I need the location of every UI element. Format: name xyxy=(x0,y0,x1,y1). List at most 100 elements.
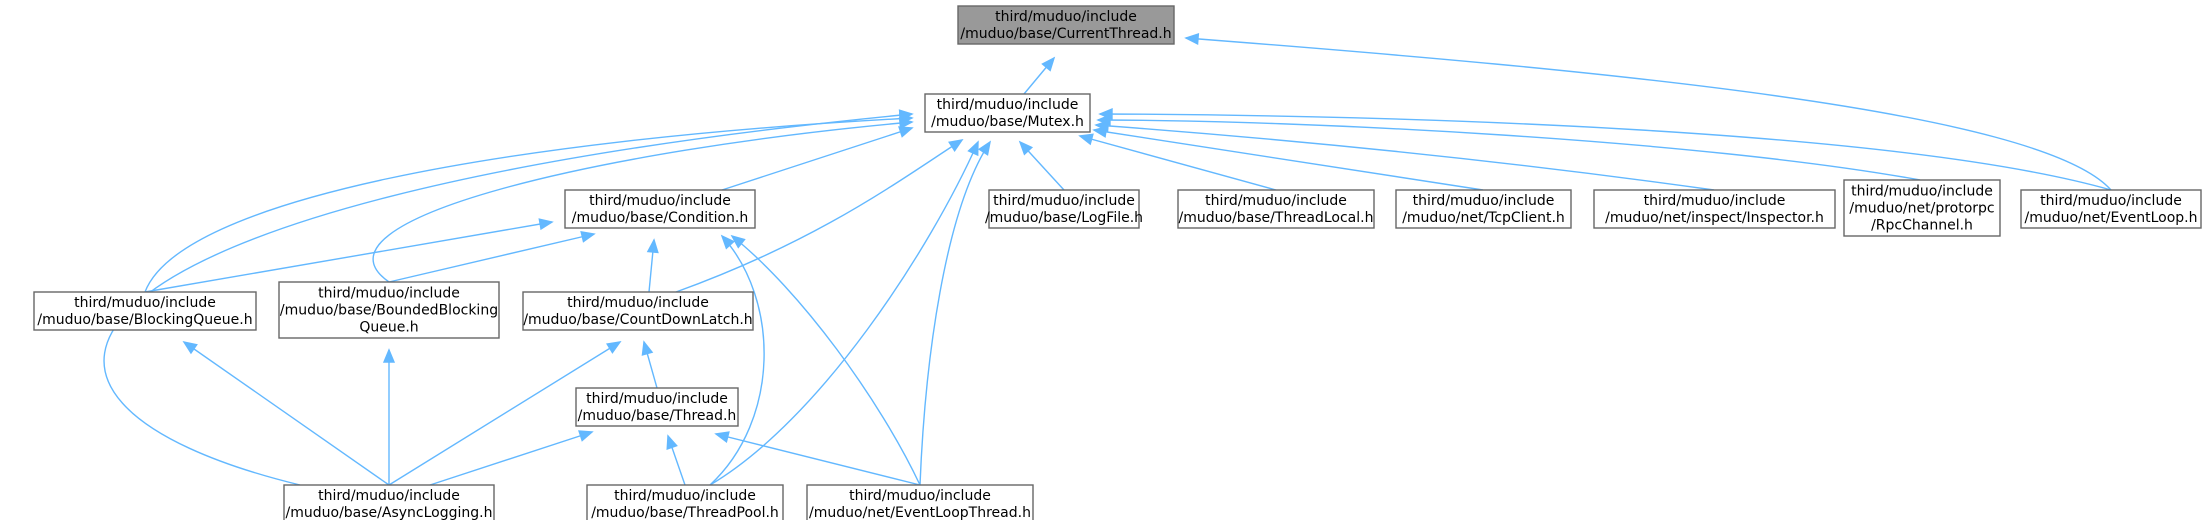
node-boundedblockingqueue[interactable]: third/muduo/include/muduo/base/BoundedBl… xyxy=(278,281,500,339)
edge-condition-to-mutex xyxy=(721,126,914,191)
node-inspector[interactable]: third/muduo/include/muduo/net/inspect/In… xyxy=(1593,189,1836,229)
node-thread[interactable]: third/muduo/include/muduo/base/Thread.h xyxy=(575,387,739,427)
edge-line xyxy=(1097,119,1921,181)
edge-arrowhead xyxy=(606,341,622,354)
node-label-line: third/muduo/include xyxy=(589,193,731,209)
edge-line xyxy=(919,141,991,486)
edge-arrowhead xyxy=(538,218,554,231)
edge-eventloopthread-to-mutex xyxy=(919,140,992,486)
edge-eventloop-to-mutex xyxy=(1098,107,2112,191)
edge-line xyxy=(388,233,595,283)
edge-line xyxy=(1095,124,1715,191)
node-label-line: third/muduo/include xyxy=(318,488,460,504)
node-box xyxy=(33,291,257,331)
edge-eventloop-to-current-thread xyxy=(1184,32,2112,191)
edge-threadpool-to-thread xyxy=(666,434,686,486)
edge-threadpool-to-condition xyxy=(709,234,765,486)
node-countdownlatch[interactable]: third/muduo/include/muduo/base/CountDown… xyxy=(522,291,754,331)
edge-arrowhead xyxy=(898,117,914,130)
edge-arrowhead xyxy=(720,234,736,250)
node-box xyxy=(522,291,754,331)
node-label-line: /muduo/base/CurrentThread.h xyxy=(960,26,1171,42)
edge-arrowhead xyxy=(1018,140,1034,156)
node-label-line: third/muduo/include xyxy=(993,193,1135,209)
node-eventloopthread[interactable]: third/muduo/include/muduo/net/EventLoopT… xyxy=(806,484,1034,520)
edge-arrowhead xyxy=(1184,32,1200,46)
node-label-line: /muduo/base/CountDownLatch.h xyxy=(523,312,752,328)
edge-thread-to-countdownlatch xyxy=(641,340,658,389)
edge-line xyxy=(1093,129,1484,191)
node-box xyxy=(806,484,1034,520)
node-current-thread[interactable]: third/muduo/include/muduo/base/CurrentTh… xyxy=(957,5,1175,45)
node-blockingqueue[interactable]: third/muduo/include/muduo/base/BlockingQ… xyxy=(33,291,257,331)
node-box xyxy=(283,484,495,520)
node-label-line: /muduo/net/TcpClient.h xyxy=(1402,210,1565,226)
edge-arrowhead xyxy=(666,434,678,450)
node-box xyxy=(957,5,1175,45)
edge-countdownlatch-to-mutex xyxy=(675,139,964,293)
node-logfile[interactable]: third/muduo/include/muduo/base/LogFile.h xyxy=(985,189,1143,229)
node-label-line: /muduo/base/AsyncLogging.h xyxy=(286,505,493,520)
edge-arrowhead xyxy=(977,140,992,156)
node-label-line: Queue.h xyxy=(359,320,418,336)
edge-inspector-to-mutex xyxy=(1094,119,1715,191)
edge-arrowhead xyxy=(382,348,396,363)
edge-blockingqueue-to-condition xyxy=(144,218,554,293)
edge-eventloopthread-to-condition xyxy=(730,234,921,486)
edge-line xyxy=(1099,113,2112,191)
node-label-line: third/muduo/include xyxy=(1205,193,1347,209)
edge-arrowhead xyxy=(646,238,659,254)
node-condition[interactable]: third/muduo/include/muduo/base/Condition… xyxy=(564,189,756,229)
edge-threadlocal-to-mutex xyxy=(1078,133,1277,191)
edge-line xyxy=(709,235,765,486)
node-box xyxy=(2020,189,2202,229)
node-label-line: /muduo/base/ThreadLocal.h xyxy=(1179,210,1374,226)
edge-arrowhead xyxy=(1041,56,1056,72)
node-label-line: /muduo/base/ThreadPool.h xyxy=(591,505,779,520)
node-label-line: /muduo/net/inspect/Inspector.h xyxy=(1605,210,1824,226)
node-threadpool[interactable]: third/muduo/include/muduo/base/ThreadPoo… xyxy=(586,484,784,520)
node-label-line: third/muduo/include xyxy=(614,488,756,504)
edge-rpcchannel-to-mutex xyxy=(1096,113,1921,181)
edge-mutex-to-current-thread xyxy=(1023,56,1056,95)
node-label-line: /muduo/base/LogFile.h xyxy=(985,210,1143,226)
node-mutex[interactable]: third/muduo/include/muduo/base/Mutex.h xyxy=(924,93,1091,133)
node-tcpclient[interactable]: third/muduo/include/muduo/net/TcpClient.… xyxy=(1395,189,1572,229)
edge-boundedblockingqueue-to-condition xyxy=(388,231,596,283)
edge-countdownlatch-to-condition xyxy=(646,238,659,293)
edge-arrowhead xyxy=(578,430,594,442)
node-label-line: third/muduo/include xyxy=(586,391,728,407)
node-label-line: /muduo/net/EventLoopThread.h xyxy=(809,505,1031,520)
edge-asynclogging-to-boundedblockingqueue xyxy=(382,348,396,485)
edge-line xyxy=(1185,37,2112,191)
node-box xyxy=(1843,179,2001,237)
edge-arrowhead xyxy=(580,231,596,243)
edge-line xyxy=(372,121,913,283)
edge-arrowhead xyxy=(898,126,914,138)
node-rpcchannel[interactable]: third/muduo/include/muduo/net/protorpc/R… xyxy=(1843,179,2001,237)
node-label-line: /muduo/base/Condition.h xyxy=(572,210,749,226)
node-box xyxy=(924,93,1091,133)
edge-asynclogging-to-blockingqueue xyxy=(182,340,390,486)
node-label-line: third/muduo/include xyxy=(567,295,709,311)
node-label-line: /RpcChannel.h xyxy=(1871,218,1973,234)
node-box xyxy=(575,387,739,427)
edge-asynclogging-to-countdownlatch xyxy=(388,341,622,486)
node-label-line: /muduo/base/BlockingQueue.h xyxy=(37,312,252,328)
node-label-line: /muduo/base/BoundedBlocking xyxy=(280,303,498,319)
node-threadlocal[interactable]: third/muduo/include/muduo/base/ThreadLoc… xyxy=(1177,189,1375,229)
node-label-line: third/muduo/include xyxy=(2040,193,2182,209)
node-box xyxy=(988,189,1140,229)
edge-tcpclient-to-mutex xyxy=(1092,125,1484,191)
edge-line xyxy=(731,235,921,486)
node-eventloop[interactable]: third/muduo/include/muduo/net/EventLoop.… xyxy=(2020,189,2202,229)
node-box xyxy=(586,484,784,520)
node-box xyxy=(278,281,500,339)
edge-arrowhead xyxy=(948,139,964,152)
edge-blockingqueue-to-mutex xyxy=(144,112,914,293)
node-asynclogging[interactable]: third/muduo/include/muduo/base/AsyncLogg… xyxy=(283,484,495,520)
edge-arrowhead xyxy=(714,431,730,443)
node-box xyxy=(1177,189,1375,229)
edge-line xyxy=(183,341,390,486)
